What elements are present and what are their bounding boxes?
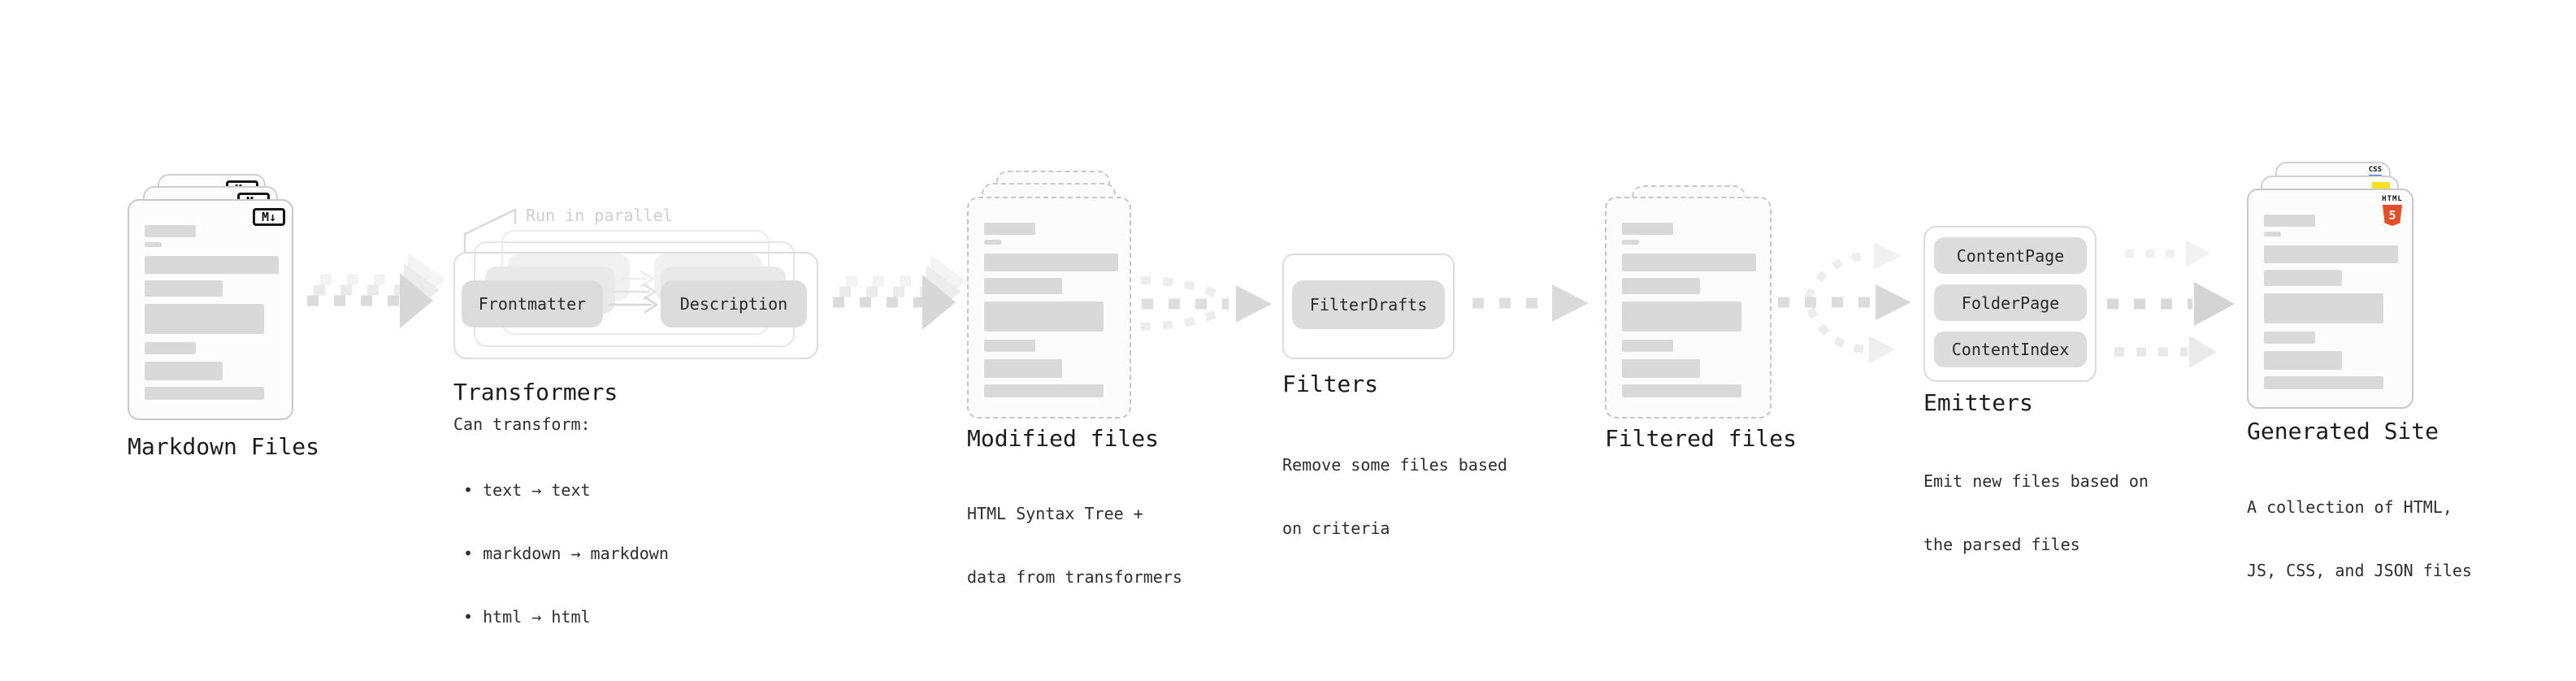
file-card: M↓ [128, 199, 293, 420]
emitters-box [1923, 226, 2097, 382]
station-description: HTML Syntax Tree + data from transformer… [967, 504, 1182, 587]
file-card [967, 197, 1131, 419]
text-placeholder-bar [2264, 293, 2383, 323]
text-placeholder-bar [2264, 215, 2315, 227]
emitter-pill-folderpage: FolderPage [1934, 284, 2087, 321]
station-description: Remove some files based on criteria [1282, 455, 1507, 538]
text-placeholder-bar [2264, 232, 2281, 236]
bullet-item: • html → html [463, 607, 591, 627]
text-placeholder-bar [145, 242, 162, 247]
text-placeholder-bar [145, 362, 223, 380]
transform-bullet-list: • text → text • markdown → markdown • ht… [463, 437, 669, 670]
text-placeholder-bar [984, 359, 1062, 378]
filters-box [1282, 254, 1455, 359]
text-placeholder-bar [984, 384, 1104, 397]
text-placeholder-bar [2264, 332, 2315, 344]
text-placeholder-bar [145, 280, 223, 297]
station-title: Generated Site [2247, 418, 2439, 445]
text-placeholder-bar [2264, 376, 2383, 389]
text-placeholder-bar [2264, 245, 2398, 263]
text-placeholder-bar [145, 304, 264, 334]
text-placeholder-bar [1622, 223, 1673, 235]
text-placeholder-bar [1622, 384, 1741, 397]
text-placeholder-bar [984, 240, 1001, 245]
text-placeholder-bar [145, 342, 196, 354]
arrow-filters-to-filtered [1472, 284, 1589, 322]
text-placeholder-bar [2264, 351, 2342, 370]
arrow-markdown-to-transformers [307, 253, 446, 328]
station-title: Filtered files [1605, 425, 1798, 452]
text-placeholder-bar [984, 254, 1118, 271]
station-description: A collection of HTML, JS, CSS, and JSON … [2247, 497, 2472, 580]
arrow-emitters-to-generated [2107, 240, 2235, 368]
html5-icon: HTML 5 [2382, 196, 2403, 226]
station-title: Emitters [1923, 389, 2033, 416]
transformer-box-front [453, 252, 818, 359]
station-title: Transformers [453, 379, 618, 406]
text-placeholder-bar [145, 387, 264, 400]
station-subtitle: Can transform: [453, 414, 591, 434]
station-title: Markdown Files [128, 433, 320, 460]
transformer-pill-description: Description [661, 280, 807, 327]
text-placeholder-bar [145, 225, 196, 237]
text-placeholder-bar [984, 278, 1062, 294]
text-placeholder-bar [1622, 240, 1639, 245]
file-card: HTML 5 [2247, 189, 2413, 409]
markdown-icon: M↓ [253, 208, 285, 226]
arrow-modified-to-filters [1140, 276, 1272, 331]
text-placeholder-bar [1622, 278, 1700, 294]
text-placeholder-bar [1622, 340, 1673, 352]
text-placeholder-bar [145, 256, 279, 274]
emitter-pill-contentindex: ContentIndex [1934, 332, 2087, 367]
arrow-filtered-to-emitters [1778, 242, 1911, 363]
text-placeholder-bar [984, 301, 1104, 332]
arrow-transformers-to-modified [833, 254, 967, 330]
text-placeholder-bar [984, 340, 1035, 352]
station-title: Modified files [967, 425, 1160, 452]
text-placeholder-bar [1622, 254, 1756, 271]
transformer-pill-frontmatter: Frontmatter [462, 280, 603, 327]
station-title: Filters [1282, 371, 1379, 397]
text-placeholder-bar [1622, 359, 1700, 378]
text-placeholder-bar [2264, 270, 2342, 286]
filter-pill-filterdrafts: FilterDrafts [1292, 280, 1445, 329]
bullet-item: • markdown → markdown [463, 544, 669, 563]
run-in-parallel-label: Run in parallel [526, 206, 673, 225]
text-placeholder-bar [1622, 301, 1741, 332]
text-placeholder-bar [984, 223, 1035, 235]
emitter-pill-contentpage: ContentPage [1934, 237, 2087, 274]
bullet-item: • text → text [463, 480, 591, 500]
file-card [1605, 197, 1772, 419]
station-description: Emit new files based on the parsed files [1923, 471, 2149, 554]
